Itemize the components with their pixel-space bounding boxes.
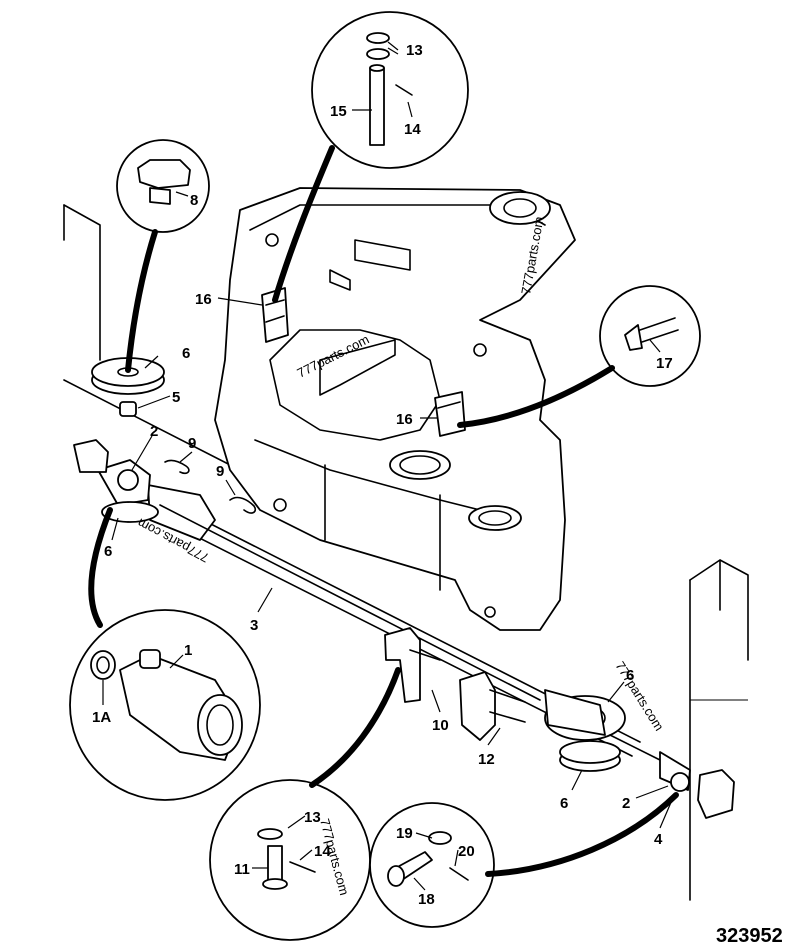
callout-20: 20 xyxy=(458,843,475,860)
callout-10: 10 xyxy=(432,717,449,734)
callout-6: 6 xyxy=(104,543,112,560)
callout-4: 4 xyxy=(654,831,663,848)
callout-14: 14 xyxy=(404,121,421,138)
callout-14: 14 xyxy=(314,843,331,860)
detail-circle-screw-17 xyxy=(599,285,701,387)
callout-15: 15 xyxy=(330,103,347,120)
callout-6: 6 xyxy=(560,795,568,812)
detail-circle-pin-11-13-14 xyxy=(209,779,371,941)
axle-frame xyxy=(214,187,576,631)
leader-lines xyxy=(102,41,673,891)
callout-16: 16 xyxy=(195,291,212,308)
detail-circle-pin-13-14-15 xyxy=(311,11,469,169)
tie-rod-clamps xyxy=(384,627,526,741)
callout-17: 17 xyxy=(656,355,673,372)
left-frame-wall xyxy=(63,204,241,471)
callout-18: 18 xyxy=(418,891,435,908)
callout-11: 11 xyxy=(234,861,250,878)
callout-16: 16 xyxy=(396,411,413,428)
callout-13: 13 xyxy=(304,809,321,826)
callout-1: 1 xyxy=(184,642,192,659)
detail-circle-bush-1 xyxy=(69,609,261,801)
tie-rod-assembly xyxy=(73,439,735,819)
callout-12: 12 xyxy=(478,751,495,768)
callout-13: 13 xyxy=(406,42,423,59)
detail-circle-pin-18-19-20 xyxy=(369,802,495,928)
right-frame-wall xyxy=(689,559,749,901)
callout-5: 5 xyxy=(172,389,180,406)
callouts: 1 1A 2 2 3 4 5 6 6 6 6 8 9 9 10 11 12 13… xyxy=(92,42,673,908)
callout-9: 9 xyxy=(188,435,196,452)
detail-connectors xyxy=(88,145,679,877)
callout-9: 9 xyxy=(216,463,224,480)
cylinder-brackets xyxy=(261,287,466,437)
detail-circle-bolt-8 xyxy=(116,139,210,233)
callout-1A: 1A xyxy=(92,709,111,726)
callout-19: 19 xyxy=(396,825,413,842)
callout-6: 6 xyxy=(182,345,190,362)
clip-pins xyxy=(164,459,257,514)
drawing-reference-number: 323952 xyxy=(716,925,783,947)
callout-2: 2 xyxy=(622,795,630,812)
callout-8: 8 xyxy=(190,192,198,209)
callout-2: 2 xyxy=(150,423,158,440)
callout-3: 3 xyxy=(250,617,258,634)
callout-6: 6 xyxy=(626,667,634,684)
pivot-bearings xyxy=(91,357,621,772)
